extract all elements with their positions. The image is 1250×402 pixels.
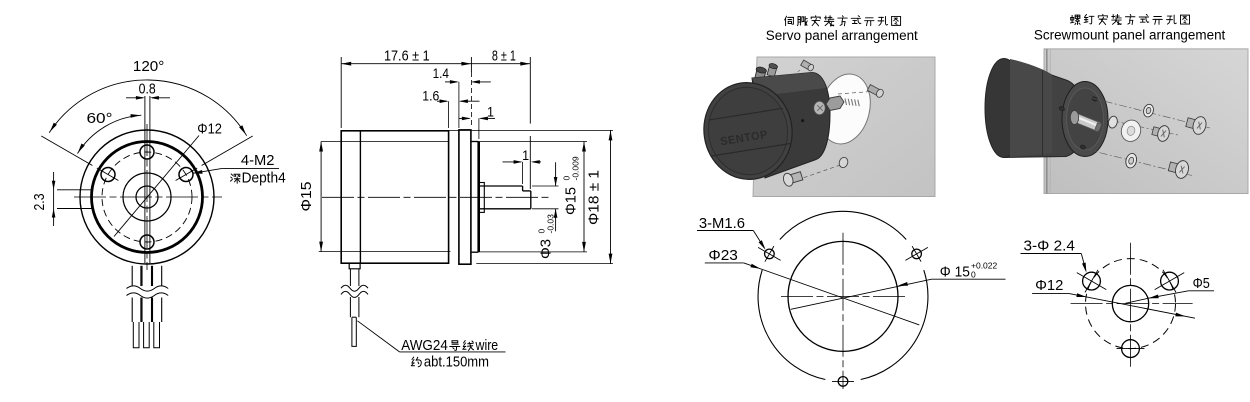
svg-text:0: 0: [971, 270, 976, 280]
svg-text:1.4: 1.4: [433, 65, 450, 81]
svg-text:Φ12: Φ12: [1035, 278, 1063, 294]
svg-text:3-Φ 2.4: 3-Φ 2.4: [1024, 239, 1075, 255]
svg-text:-0.03: -0.03: [546, 214, 556, 234]
svg-text:Φ18 ± 1: Φ18 ± 1: [587, 170, 603, 225]
svg-text:Φ3: Φ3: [539, 239, 555, 259]
svg-text:Servo panel arrangement: Servo panel arrangement: [766, 28, 918, 43]
svg-text:wire: wire: [475, 338, 499, 354]
svg-text:-0.009: -0.009: [571, 156, 581, 180]
svg-text:60°: 60°: [87, 111, 113, 127]
svg-text:Φ12: Φ12: [197, 122, 222, 138]
svg-text:AWG24: AWG24: [401, 338, 448, 354]
svg-text:1: 1: [522, 147, 529, 163]
svg-text:17.6 ± 1: 17.6 ± 1: [384, 47, 430, 64]
svg-text:abt.150mm: abt.150mm: [424, 354, 489, 370]
svg-text:2.3: 2.3: [32, 194, 48, 211]
svg-text:120°: 120°: [133, 58, 164, 75]
svg-text:Depth4: Depth4: [242, 171, 286, 187]
svg-text:0: 0: [562, 176, 572, 181]
svg-text:Φ 15: Φ 15: [940, 265, 970, 281]
svg-text:1: 1: [487, 104, 494, 120]
svg-text:Φ15: Φ15: [564, 187, 580, 215]
svg-text:0: 0: [537, 229, 547, 234]
svg-text:4-M2: 4-M2: [241, 153, 275, 169]
svg-text:Φ23: Φ23: [708, 248, 738, 264]
svg-text:Φ15: Φ15: [299, 182, 315, 212]
svg-text:8 ± 1: 8 ± 1: [492, 47, 516, 64]
svg-text:+0.022: +0.022: [971, 261, 998, 271]
svg-text:3-M1.6: 3-M1.6: [699, 216, 745, 232]
svg-text:0.8: 0.8: [139, 81, 156, 97]
svg-text:1.6: 1.6: [422, 87, 439, 103]
svg-text:Φ5: Φ5: [1193, 276, 1210, 292]
svg-text:Screwmount panel arrangement: Screwmount panel arrangement: [1034, 28, 1226, 43]
